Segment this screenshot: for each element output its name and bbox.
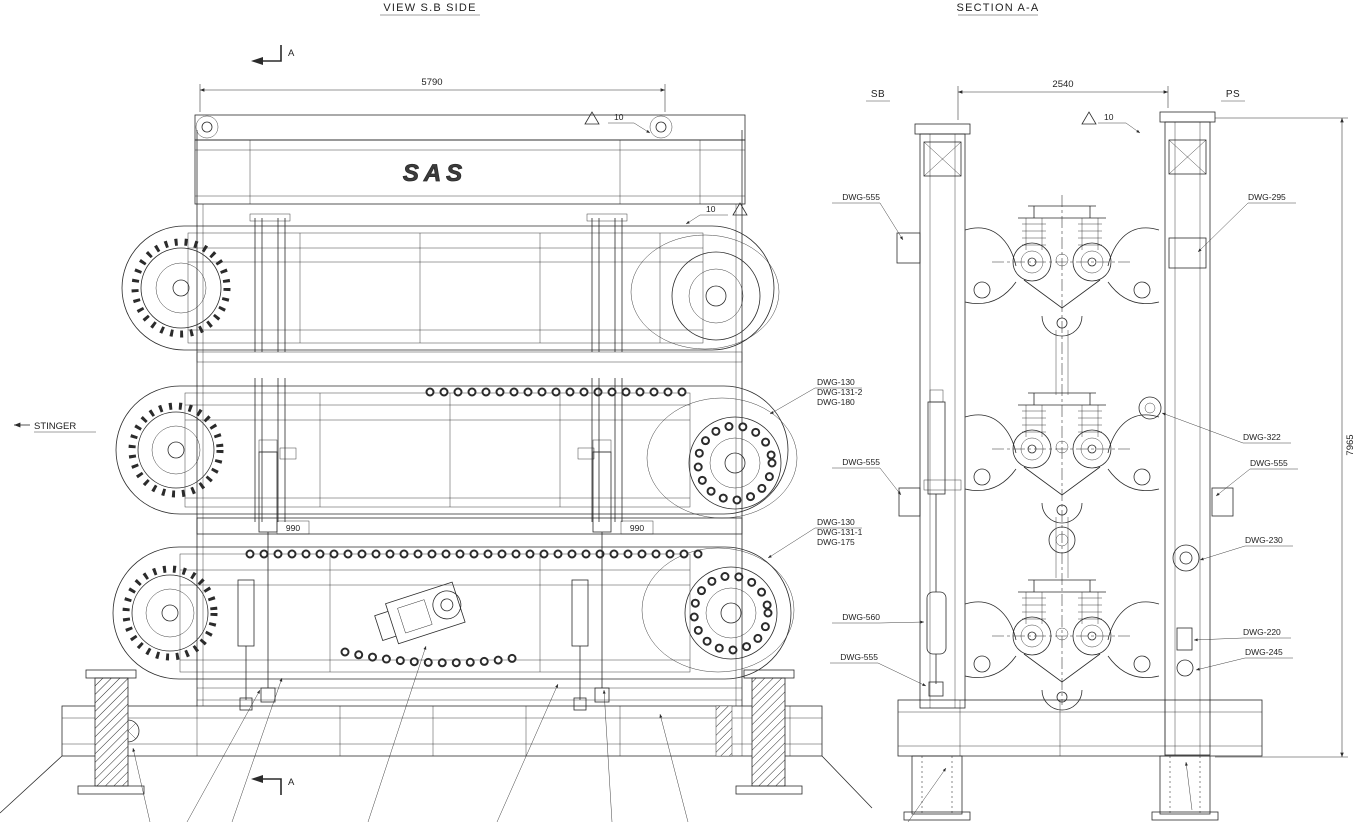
dim-overall-width-value: 2540 xyxy=(1052,79,1073,90)
callout-dwg-230: DWG-230 xyxy=(1245,535,1283,545)
track-unit-lower xyxy=(112,546,795,680)
callout-dwg-131-2: DWG-131-2 xyxy=(817,387,863,397)
section-view-title: SECTION A-A xyxy=(957,2,1040,14)
lifting-beam: SAS xyxy=(194,114,746,205)
callout-dwg-175: DWG-175 xyxy=(817,537,855,547)
support-pedestal-left xyxy=(77,669,145,795)
stinger-label: STINGER xyxy=(34,421,76,432)
section-cut-marker-top: A xyxy=(251,45,295,65)
callout-dwg-322: DWG-322 xyxy=(1243,432,1281,442)
weld-symbol-section: 10 xyxy=(1081,111,1141,134)
sas-logo: SAS xyxy=(403,160,467,187)
callout-dwg-245: DWG-245 xyxy=(1245,647,1283,657)
section-column-ps xyxy=(1138,111,1234,756)
support-pedestal-right xyxy=(715,669,803,795)
callout-left-upper: DWG-130 DWG-131-2 DWG-180 xyxy=(769,377,863,415)
dim-pitch: 990 990 xyxy=(276,520,654,535)
dim-overall-height: 7965 xyxy=(1215,117,1356,758)
section-callouts-left: DWG-555 DWG-555 DWG-560 DWG-555 xyxy=(830,192,927,687)
weld-symbol-mid: 10 xyxy=(685,202,748,225)
dim-overall-height-value: 7965 xyxy=(1345,434,1356,455)
section-view: SECTION A-A SB PS 2540 10 xyxy=(830,2,1356,822)
callout-dwg-295: DWG-295 xyxy=(1248,192,1286,202)
callout-dwg-555-b: DWG-555 xyxy=(842,457,880,467)
drive-unit xyxy=(374,581,466,645)
callout-dwg-131-1: DWG-131-1 xyxy=(817,527,863,537)
callout-dwg-180: DWG-180 xyxy=(817,397,855,407)
hydraulic-cylinders xyxy=(237,439,612,711)
callout-dwg-130-l: DWG-130 xyxy=(817,517,855,527)
dim-overall-length: 5790 xyxy=(199,77,666,112)
weld-symbol-upper: 10 xyxy=(584,111,651,134)
dim-overall-length-value: 5790 xyxy=(421,77,442,88)
bottom-leaders-section-view xyxy=(907,761,1193,822)
callout-dwg-560: DWG-560 xyxy=(842,612,880,622)
dim-pitch-right: 990 xyxy=(630,523,644,533)
dim-overall-width: 2540 xyxy=(957,79,1169,120)
side-label-sb: SB xyxy=(871,89,885,100)
main-frame xyxy=(196,130,743,706)
left-view-title: VIEW S.B SIDE xyxy=(383,2,476,14)
bottom-leaders-left-view xyxy=(132,645,689,822)
weld-note-mid: 10 xyxy=(706,204,716,214)
section-marker-label-top: A xyxy=(288,48,295,59)
section-column-sb xyxy=(896,123,971,709)
track-unit-middle xyxy=(115,378,798,522)
track-unit-upper xyxy=(121,213,780,352)
callout-dwg-555-d: DWG-555 xyxy=(1250,458,1288,468)
stinger-callout: STINGER xyxy=(14,421,96,433)
side-label-ps: PS xyxy=(1226,89,1240,100)
section-marker-label-bottom: A xyxy=(288,777,295,788)
section-callouts-right: DWG-295 DWG-322 DWG-555 DWG-230 DWG-220 … xyxy=(1161,192,1298,671)
callout-dwg-220: DWG-220 xyxy=(1243,627,1281,637)
center-guides xyxy=(1055,330,1069,578)
dim-pitch-left: 990 xyxy=(286,523,300,533)
section-base xyxy=(897,699,1263,821)
weld-note-upper: 10 xyxy=(614,112,624,122)
callout-left-lower: DWG-130 DWG-131-1 DWG-175 xyxy=(767,517,863,559)
pipe-section-circle-inner xyxy=(1055,533,1069,547)
left-view: VIEW S.B SIDE A 5790 SAS xyxy=(0,2,873,822)
callout-dwg-555-c: DWG-555 xyxy=(840,652,878,662)
base-frame xyxy=(0,705,873,814)
section-cylinder xyxy=(926,389,947,697)
section-cut-marker-bottom: A xyxy=(251,775,295,795)
pipe-section-circle xyxy=(1048,526,1076,554)
weld-note-section: 10 xyxy=(1104,112,1114,122)
callout-dwg-130-u: DWG-130 xyxy=(817,377,855,387)
callout-dwg-555-a: DWG-555 xyxy=(842,192,880,202)
